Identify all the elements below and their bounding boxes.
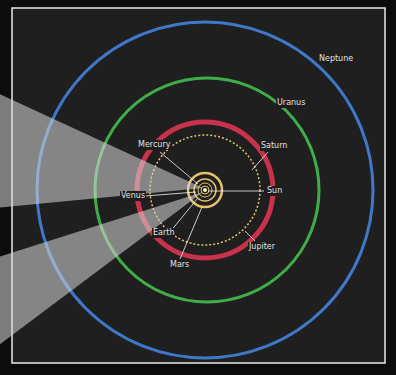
planet-label: Saturn bbox=[260, 141, 288, 151]
leader-line bbox=[245, 231, 255, 241]
planet-label: Mercury bbox=[137, 140, 171, 150]
mercury-orbit bbox=[201, 186, 209, 194]
leader-line bbox=[252, 152, 268, 170]
mars-orbit bbox=[188, 173, 222, 207]
planet-label: Mars bbox=[169, 260, 190, 270]
planet-label: Uranus bbox=[276, 98, 306, 108]
leader-line bbox=[160, 152, 198, 184]
venus-orbit bbox=[198, 183, 212, 197]
planet-label: Earth bbox=[152, 228, 175, 238]
leader-line bbox=[208, 191, 264, 192]
planet-label: Venus bbox=[120, 191, 146, 201]
light-cone bbox=[0, 92, 203, 208]
light-cone bbox=[0, 192, 203, 348]
leader-line bbox=[180, 207, 202, 259]
leader-line bbox=[145, 192, 196, 196]
planet-label: Sun bbox=[266, 186, 283, 196]
planet-label: Jupiter bbox=[248, 242, 276, 252]
sun-dot bbox=[203, 188, 207, 192]
planet-label: Neptune bbox=[318, 54, 354, 64]
earth-orbit bbox=[194, 179, 216, 201]
